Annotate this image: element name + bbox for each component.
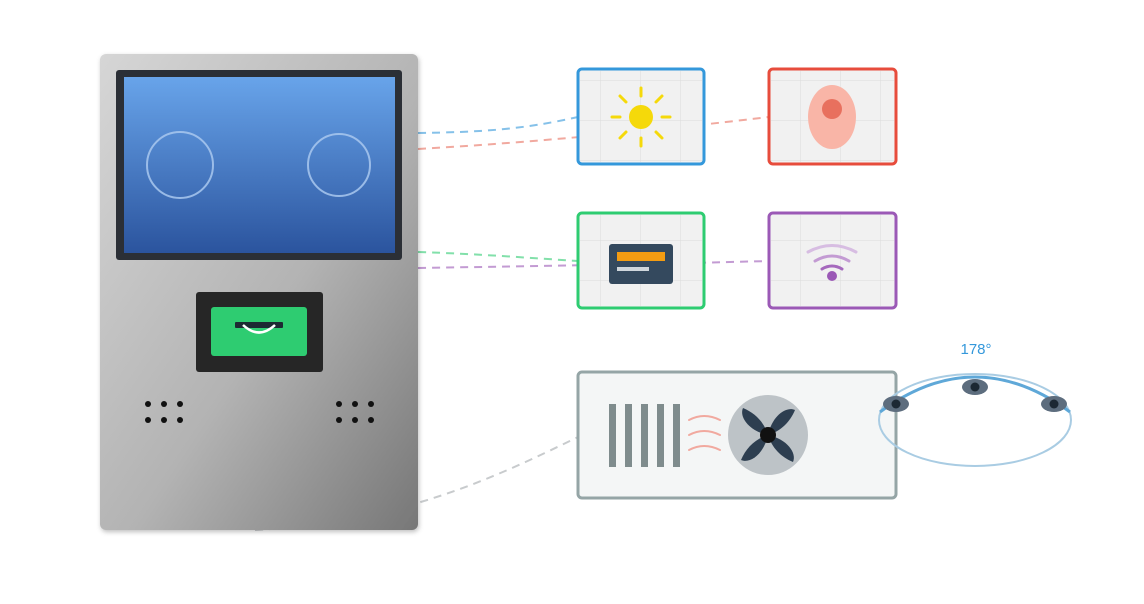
kiosk-unit: [100, 54, 418, 530]
heat-spot-icon: [808, 85, 856, 149]
screen-left-circle: [146, 131, 214, 199]
wifi-icon: [806, 244, 858, 281]
camera-icon: [1041, 396, 1067, 412]
heatsink-fins: [609, 404, 680, 467]
light-sensor-connector: [417, 116, 579, 134]
heat-sensor-module[interactable]: [767, 67, 898, 166]
screen-right-circle: [307, 133, 371, 197]
camera-icon: [883, 396, 909, 412]
right-speaker-grille: [336, 401, 374, 423]
heat-wave-lines: [688, 415, 721, 451]
wireless-module-connector: [417, 260, 770, 269]
light-sensor-module[interactable]: [576, 67, 706, 166]
thermal-unit-module[interactable]: [576, 370, 898, 500]
tray-icon: [235, 322, 283, 334]
card-reader-connector: [417, 251, 579, 262]
coverage-arc: [879, 375, 1071, 414]
heat-sensor-connector: [417, 116, 770, 150]
coverage-angle-label: 178°: [960, 341, 992, 358]
camera-icon: [962, 379, 988, 395]
card-reader-module[interactable]: [576, 211, 706, 310]
sun-icon: [610, 86, 672, 148]
touch-screen[interactable]: [124, 77, 395, 253]
left-speaker-grille: [145, 401, 183, 423]
coverage-ring: [878, 373, 1072, 467]
card-icon: [609, 244, 673, 284]
fan-icon: [728, 395, 808, 475]
wireless-module[interactable]: [767, 211, 898, 310]
camera-coverage: [878, 373, 1072, 467]
thermal-unit-connector: [254, 436, 579, 531]
